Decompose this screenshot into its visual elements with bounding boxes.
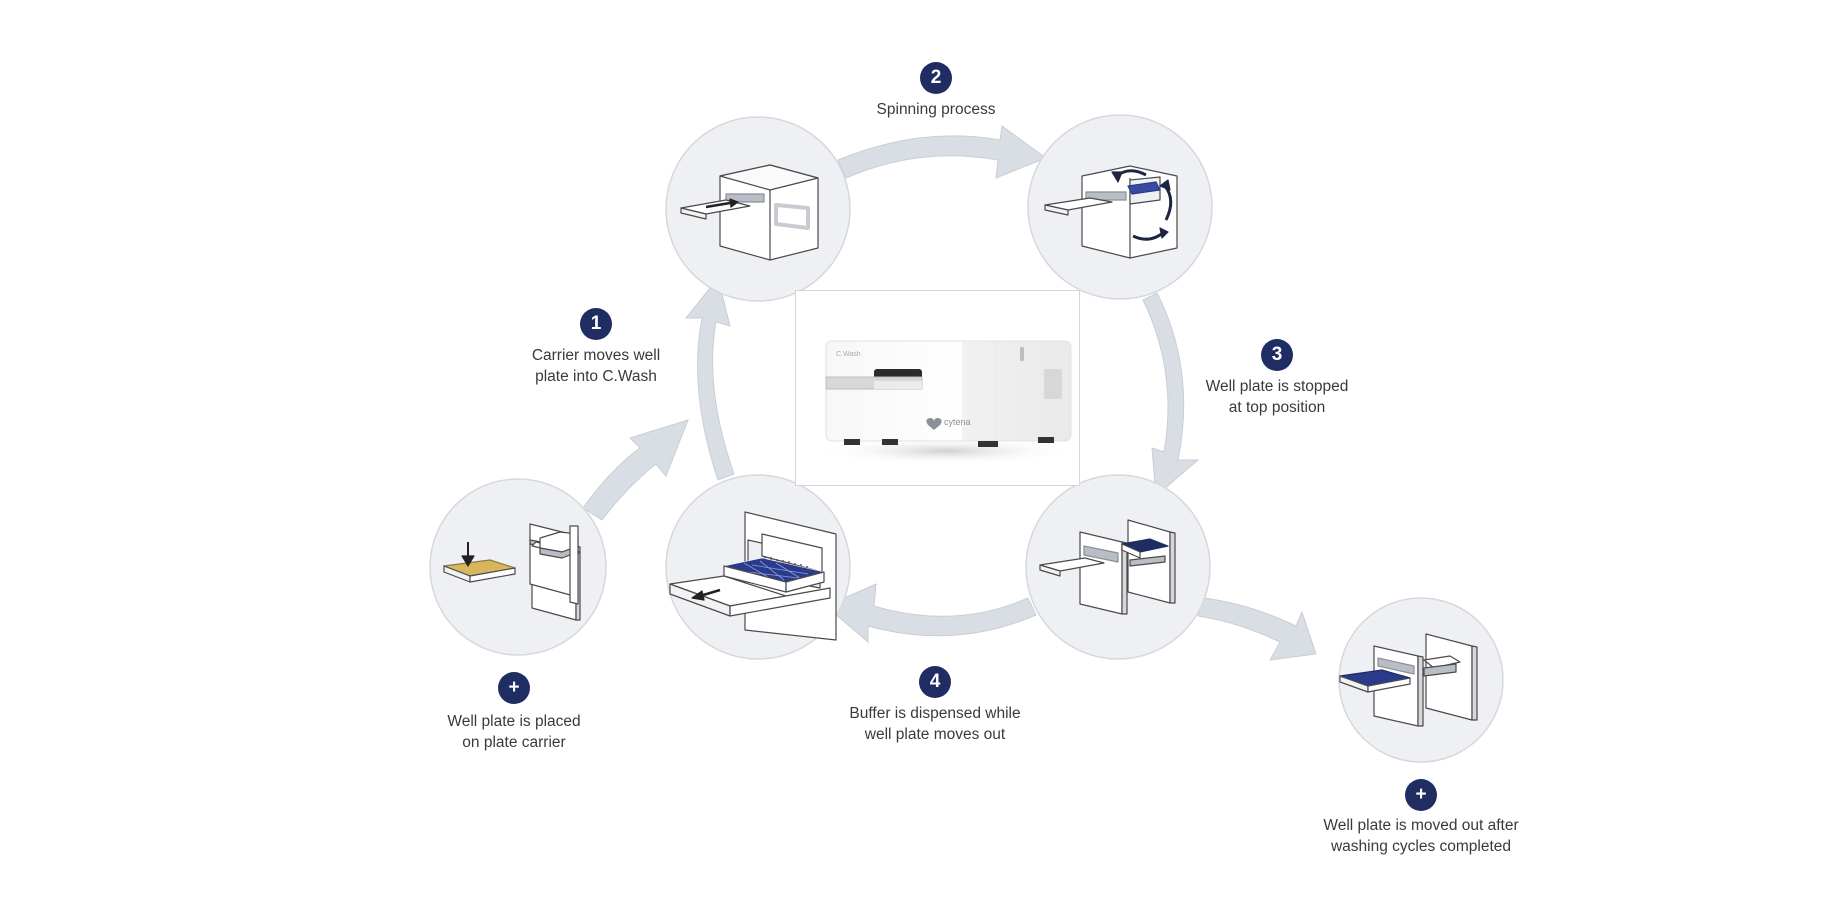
plate-moved-out-illustration xyxy=(1339,633,1478,727)
step4-label-line: well plate moves out xyxy=(864,726,1006,743)
step3-badge: 3 xyxy=(1261,339,1293,371)
start-badge: + xyxy=(498,672,530,704)
buffer-dispensed-illustration xyxy=(669,511,837,641)
step3-label-line: at top position xyxy=(1228,399,1326,416)
start-label: Well plate is placed on plate carrier xyxy=(447,711,580,753)
plate-placed-on-carrier-illustration xyxy=(443,523,581,621)
arrow-step2-to-step3 xyxy=(1142,292,1200,498)
arrow-step3-to-end xyxy=(1197,597,1317,661)
step3-label-line: Well plate is stopped xyxy=(1205,378,1349,395)
end-label-line: Well plate is moved out after xyxy=(1323,817,1519,834)
step2-label-line: Spinning process xyxy=(876,101,996,118)
spinning-process-illustration xyxy=(1044,165,1178,259)
step1-badge: 1 xyxy=(580,308,612,340)
device-model-label: C.Wash xyxy=(836,351,861,358)
cycle-arrows xyxy=(582,125,1317,661)
step3-label: Well plate is stopped at top position xyxy=(1206,376,1349,418)
step4-label-line: Buffer is dispensed while xyxy=(849,705,1021,722)
step2-label: Spinning process xyxy=(877,99,996,120)
step2-badge: 2 xyxy=(920,62,952,94)
step1-label-line: plate into C.Wash xyxy=(535,368,657,385)
end-label: Well plate is moved out after washing cy… xyxy=(1323,815,1518,857)
arrow-start-to-step1 xyxy=(582,419,689,521)
arrow-step1-to-step2 xyxy=(837,125,1048,179)
device-photo-frame: C.Wash cytena xyxy=(795,290,1080,486)
step4-badge: 4 xyxy=(919,666,951,698)
step1-label: Carrier moves well plate into C.Wash xyxy=(532,345,660,387)
carrier-moves-into-device-illustration xyxy=(680,164,819,261)
arrow-step4-to-step1 xyxy=(684,276,735,481)
start-label-line: on plate carrier xyxy=(462,734,566,751)
end-badge: + xyxy=(1405,779,1437,811)
c-wash-device-image xyxy=(816,340,1076,465)
step4-label: Buffer is dispensed while well plate mov… xyxy=(849,703,1020,745)
end-label-line: washing cycles completed xyxy=(1330,838,1512,855)
arrow-step3-to-step4 xyxy=(825,583,1037,644)
device-brand-label: cytena xyxy=(944,417,971,427)
start-label-line: Well plate is placed xyxy=(447,713,581,730)
step1-label-line: Carrier moves well xyxy=(531,347,661,364)
plate-stopped-top-illustration xyxy=(1039,519,1176,615)
